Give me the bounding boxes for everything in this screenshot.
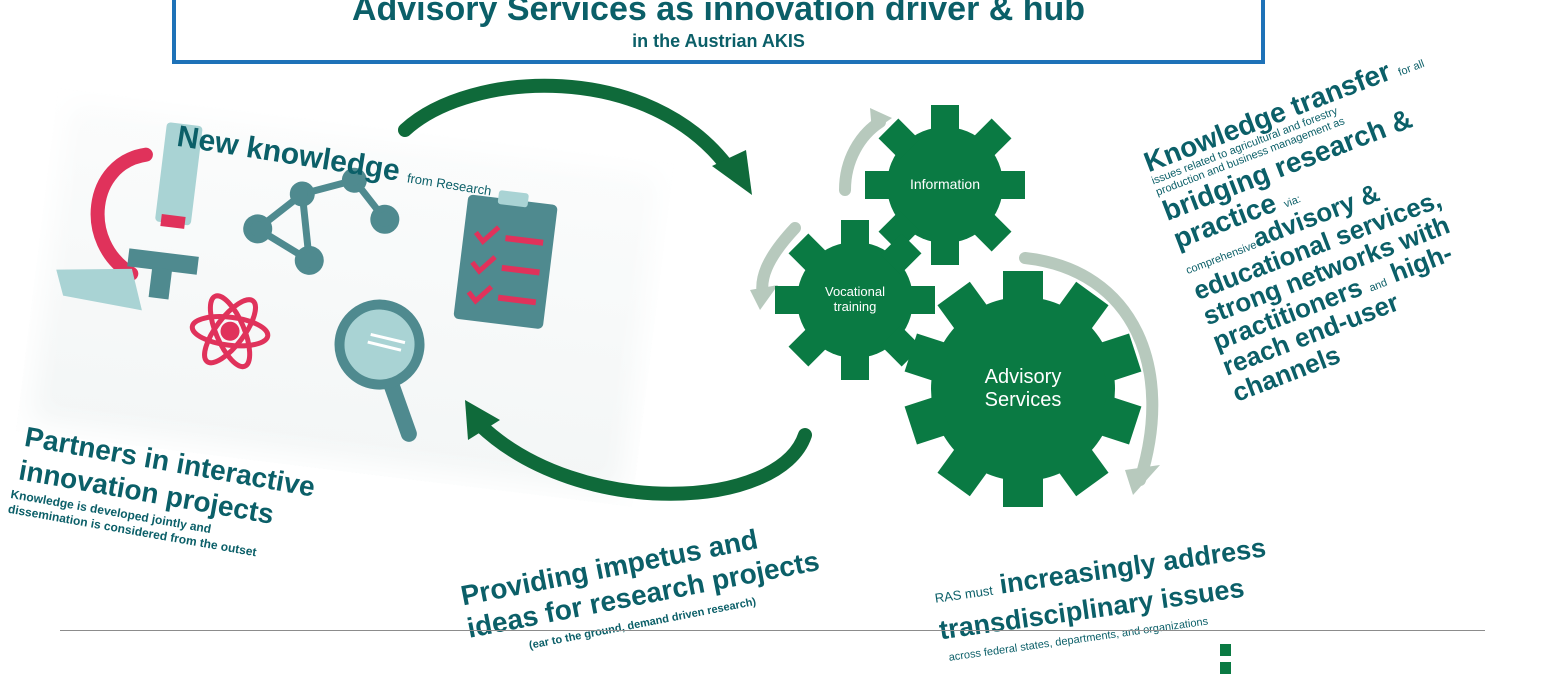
checklist-icon [453, 190, 558, 329]
page-subtitle: in the Austrian AKIS [632, 31, 805, 51]
magnifier-icon [334, 299, 425, 442]
page-title: Advisory Services as innovation driver &… [351, 0, 1086, 28]
atom-icon [189, 293, 271, 370]
microscope-icon [56, 122, 203, 311]
molecule-icon [243, 167, 400, 275]
footer-divider [60, 630, 1485, 631]
gear-label-advisory: Advisory Services [984, 366, 1062, 411]
gear-icon [775, 105, 1142, 507]
cycle-arrow-icon [465, 400, 812, 501]
cycle-arrow-icon [398, 78, 752, 195]
gear-label-vocational: Vocational training [825, 284, 885, 314]
innovation-cycle-diagram [398, 78, 1160, 507]
title-box: Advisory Services as innovation driver &… [172, 0, 1265, 64]
gear-label-information: Information [909, 176, 981, 192]
logo [1220, 643, 1256, 674]
research-illustration [16, 88, 674, 507]
